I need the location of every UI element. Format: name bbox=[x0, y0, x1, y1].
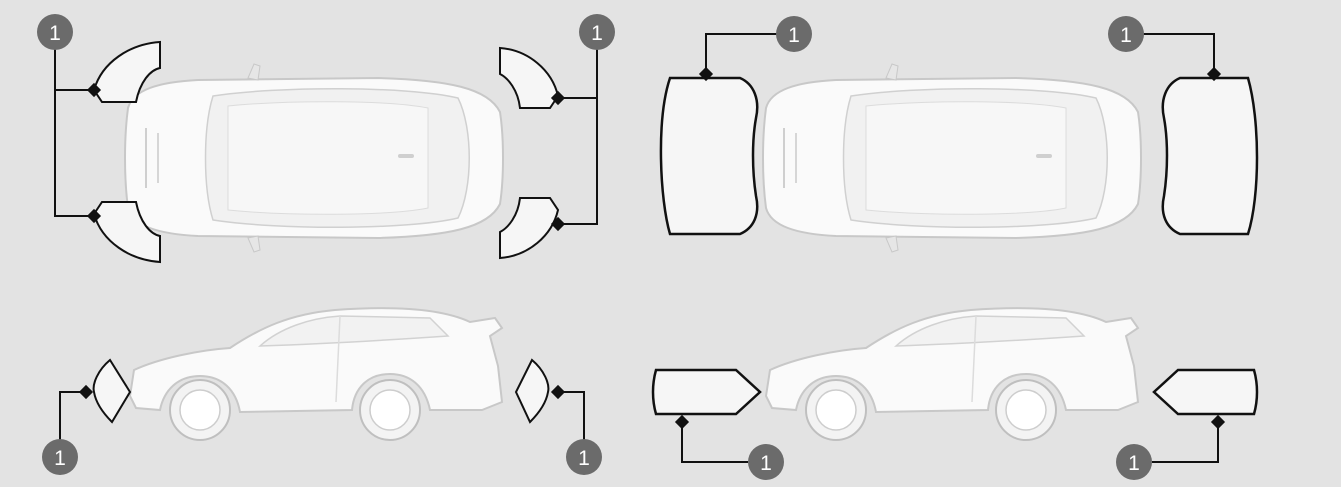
sensor-zone-rear bbox=[1152, 368, 1259, 416]
leader-line bbox=[681, 420, 748, 463]
sensor-zone-rear-corner bbox=[514, 358, 550, 424]
callout-badge: 1 bbox=[748, 444, 784, 480]
sensor-zone-front bbox=[659, 76, 759, 236]
side-view-front-rear-sensors: 1 1 bbox=[651, 307, 1259, 480]
leader-line bbox=[705, 33, 780, 76]
sensor-zone-front-left-corner bbox=[92, 40, 161, 103]
sensor-zone-front bbox=[651, 368, 762, 416]
sensor-zone-front-corner bbox=[92, 358, 132, 424]
leader-line bbox=[54, 42, 94, 217]
car-side-view bbox=[765, 307, 1139, 441]
leader-line bbox=[1140, 33, 1215, 76]
leader-line bbox=[558, 391, 585, 444]
sensor-zone-rear-right-corner bbox=[499, 197, 560, 260]
svg-text:1: 1 bbox=[1120, 24, 1132, 47]
leader-line bbox=[558, 42, 598, 225]
leader-line bbox=[1152, 420, 1219, 463]
leader-marker bbox=[1210, 414, 1226, 430]
side-view-corner-sensors: 1 1 bbox=[42, 307, 602, 475]
leader-marker bbox=[550, 384, 566, 400]
svg-text:1: 1 bbox=[578, 447, 590, 470]
callout-badge: 1 bbox=[1108, 16, 1144, 52]
svg-text:1: 1 bbox=[760, 452, 772, 475]
callout-badge: 1 bbox=[42, 439, 78, 475]
leader-marker bbox=[78, 384, 94, 400]
svg-text:1: 1 bbox=[788, 24, 800, 47]
car-top-view bbox=[762, 63, 1142, 253]
leader-marker bbox=[1206, 66, 1222, 82]
sensor-zone-rear bbox=[1161, 76, 1259, 236]
top-view-corner-sensors: 1 1 bbox=[37, 14, 615, 264]
leader-marker bbox=[550, 216, 566, 232]
leader-marker bbox=[674, 414, 690, 430]
leader-line bbox=[59, 391, 86, 444]
svg-text:1: 1 bbox=[591, 22, 603, 45]
callout-badge: 1 bbox=[37, 14, 73, 50]
svg-text:1: 1 bbox=[49, 22, 61, 45]
svg-text:1: 1 bbox=[1128, 452, 1140, 475]
car-side-view bbox=[129, 307, 503, 441]
callout-badge: 1 bbox=[566, 439, 602, 475]
car-top-view bbox=[124, 63, 504, 253]
callout-badge: 1 bbox=[579, 14, 615, 50]
top-view-front-rear-sensors: 1 1 bbox=[659, 16, 1259, 253]
callout-badge: 1 bbox=[1116, 444, 1152, 480]
svg-text:1: 1 bbox=[54, 447, 66, 470]
callout-badge: 1 bbox=[776, 16, 812, 52]
sensor-zone-rear-left-corner bbox=[499, 46, 560, 109]
sensor-zone-front-right-corner bbox=[92, 201, 161, 264]
leader-marker bbox=[550, 90, 566, 106]
leader-marker bbox=[698, 66, 714, 82]
